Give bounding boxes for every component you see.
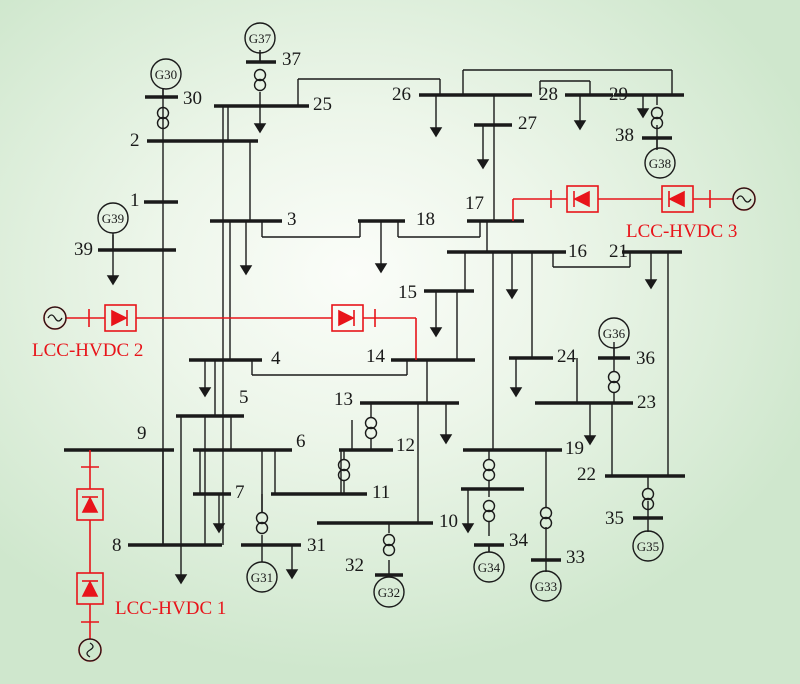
bus-label-28: 28: [539, 84, 558, 105]
bus-label-27: 27: [518, 113, 537, 134]
gen-label-g38: G38: [649, 156, 671, 171]
ac-source-icons: [47, 195, 752, 658]
bus-label-36: 36: [636, 348, 655, 369]
bus-label-38: 38: [615, 125, 634, 146]
bus-label-21: 21: [609, 241, 628, 262]
bus-label-14: 14: [366, 346, 386, 367]
hvdc-label-2: LCC-HVDC 2: [32, 340, 143, 361]
bus-label-7: 7: [235, 482, 245, 503]
bus-label-31: 31: [307, 535, 326, 556]
generator-labels: G30 G31 G32 G33 G34 G35 G36 G37 G38 G39: [102, 31, 671, 600]
gen-label-g33: G33: [535, 579, 557, 594]
bus-label-15: 15: [398, 282, 417, 303]
bus-labels: 1 2 3 4 5 6 7 8 9 10 11 12 13 14 15 16 1…: [74, 49, 656, 576]
gen-label-g32: G32: [378, 585, 400, 600]
generator-stubs: [112, 53, 658, 562]
transformers: [156, 68, 664, 557]
sine-icon: [736, 195, 752, 203]
bus-label-29: 29: [609, 84, 628, 105]
bus-label-1: 1: [130, 190, 140, 211]
bus-label-2: 2: [130, 130, 140, 151]
bus-label-34: 34: [509, 530, 529, 551]
sine-icon: [47, 314, 63, 322]
gen-label-g39: G39: [102, 211, 124, 226]
gen-label-g34: G34: [478, 560, 501, 575]
gen-label-g37: G37: [249, 31, 272, 46]
bus-label-30: 30: [183, 88, 202, 109]
generator-g35: [632, 530, 664, 562]
gen-label-g36: G36: [603, 326, 626, 341]
bus-label-24: 24: [557, 346, 577, 367]
bus-label-19: 19: [565, 438, 584, 459]
gen-label-g31: G31: [251, 570, 273, 585]
generator-g38: [644, 147, 676, 179]
bus-label-11: 11: [372, 482, 390, 503]
bus-label-37: 37: [282, 49, 301, 70]
bus-label-5: 5: [239, 387, 249, 408]
bus-label-8: 8: [112, 535, 122, 556]
generator-g33: [530, 570, 562, 602]
bus-label-17: 17: [465, 193, 484, 214]
bus-label-32: 32: [345, 555, 364, 576]
hvdc-converters: [81, 190, 685, 597]
bus-label-6: 6: [296, 431, 306, 452]
bus-label-12: 12: [396, 435, 415, 456]
bus-label-16: 16: [568, 241, 587, 262]
generator-g32: [373, 576, 405, 608]
bus-label-10: 10: [439, 511, 458, 532]
generator-g30: [150, 58, 182, 90]
bus-label-25: 25: [313, 94, 332, 115]
load-arrows: [106, 95, 658, 585]
transmission-lines: [112, 50, 673, 575]
bus-label-13: 13: [334, 389, 353, 410]
bus-label-39: 39: [74, 239, 93, 260]
generators: [97, 22, 676, 608]
bus-label-4: 4: [271, 348, 281, 369]
bus-label-33: 33: [566, 547, 585, 568]
gen-label-g35: G35: [637, 539, 659, 554]
sine-icon: [86, 642, 94, 658]
hvdc-label-1: LCC-HVDC 1: [115, 598, 226, 619]
bus-label-23: 23: [637, 392, 656, 413]
bus-label-18: 18: [416, 209, 435, 230]
bus-label-3: 3: [287, 209, 297, 230]
bus-label-35: 35: [605, 508, 624, 529]
bus-label-9: 9: [137, 423, 147, 444]
gen-label-g30: G30: [155, 67, 177, 82]
bus-label-22: 22: [577, 464, 596, 485]
buses: [64, 60, 685, 577]
bus-label-26: 26: [392, 84, 411, 105]
hvdc-label-3: LCC-HVDC 3: [626, 221, 737, 242]
